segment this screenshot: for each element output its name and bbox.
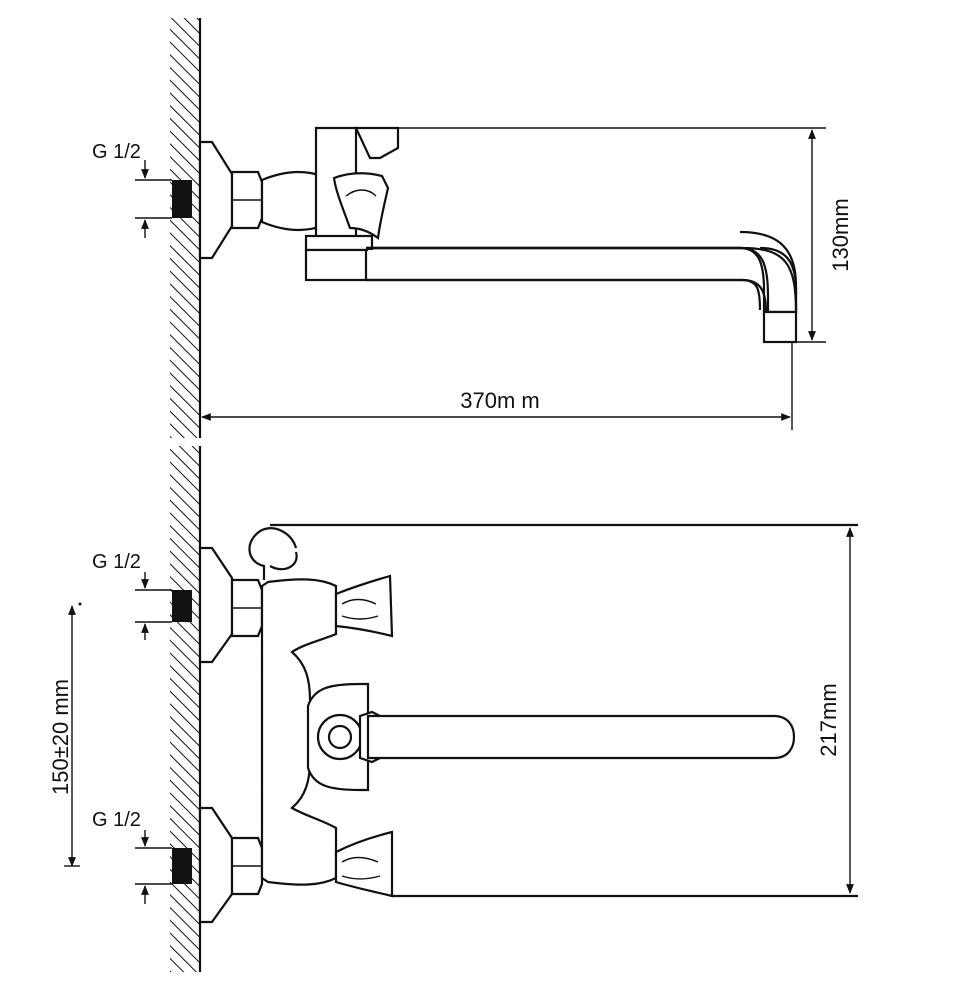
wall-top xyxy=(170,18,202,438)
dimension-label-217: 217mm xyxy=(816,683,841,756)
thread-label-mid: G 1/2 xyxy=(92,551,141,573)
thread-label-bottom: G 1/2 xyxy=(92,809,141,831)
thread-label-top: G 1/2 xyxy=(92,141,141,163)
thread-pipe-upper xyxy=(135,572,192,640)
mixer-body-top xyxy=(260,126,400,282)
bottom-view: G 1/2 G 1/2 150±20 mm xyxy=(48,446,858,972)
thread-pipe-top xyxy=(135,160,192,238)
dimension-label-130: 130mm xyxy=(828,198,853,271)
thread-pipe-lower xyxy=(135,830,192,904)
escutcheon-lower xyxy=(198,806,264,924)
wall-bottom xyxy=(170,446,202,972)
top-view: G 1/2 xyxy=(92,18,853,438)
dimension-label-150: 150±20 mm xyxy=(48,679,73,795)
escutcheon-upper xyxy=(198,546,264,664)
spout-top xyxy=(366,230,798,344)
dimension-height-top xyxy=(398,127,826,343)
mixer-body-bottom xyxy=(248,523,858,898)
dimension-label-370: 370m m xyxy=(460,388,539,413)
dimension-length-top xyxy=(201,342,793,430)
spout-bottom xyxy=(366,714,796,760)
dimension-spacing xyxy=(64,602,82,867)
escutcheon-top xyxy=(198,140,264,260)
